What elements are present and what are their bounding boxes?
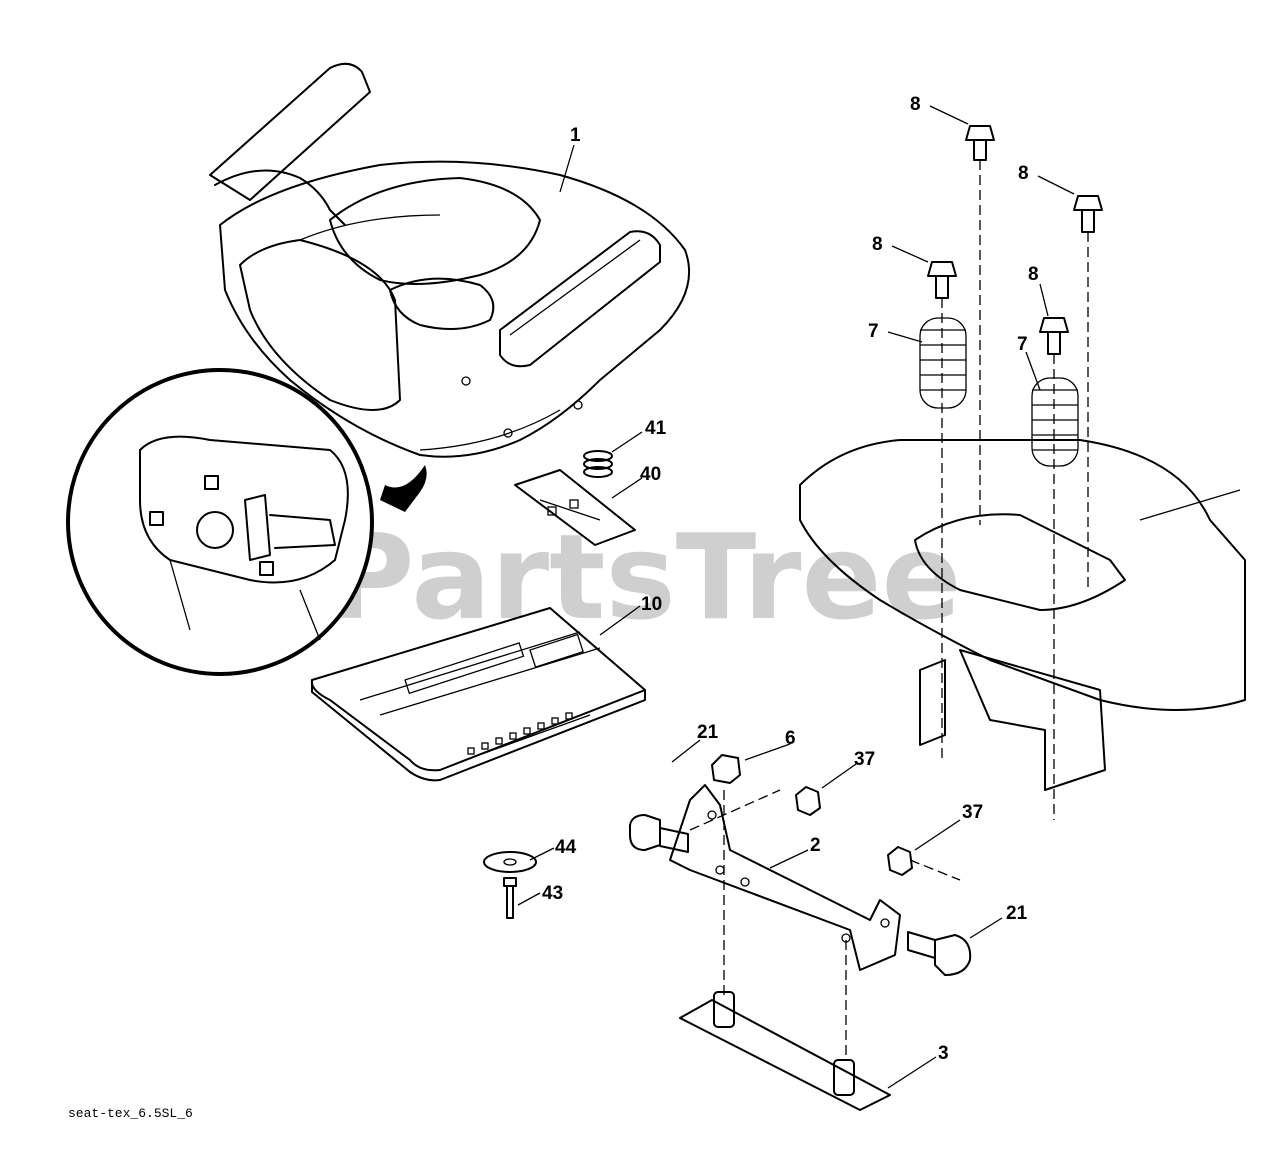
bolt-drawing bbox=[927, 125, 1103, 355]
seat-drawing bbox=[209, 62, 691, 458]
callout-bolt-d: 8 bbox=[1028, 264, 1039, 285]
washer-screw-drawing bbox=[483, 851, 537, 919]
callout-washer: 44 bbox=[555, 837, 577, 858]
nut-drawing bbox=[711, 754, 913, 876]
callout-bolt-b: 8 bbox=[1018, 163, 1029, 184]
callout-nut: 6 bbox=[785, 728, 796, 749]
callout-latch-plate: 40 bbox=[640, 464, 661, 485]
callout-shoulder-bolt-left: 21 bbox=[697, 722, 719, 743]
spring-drawing bbox=[919, 317, 1079, 467]
callout-labels: 1 8 8 8 8 7 7 41 40 10 21 6 37 37 2 21 4… bbox=[542, 94, 1039, 1064]
drawing-caption: seat-tex_6.5SL_6 bbox=[68, 1106, 193, 1121]
watermark: PartsTree bbox=[328, 508, 962, 646]
callout-base-plate: 3 bbox=[938, 1043, 949, 1064]
callout-seat-pan: 10 bbox=[641, 594, 662, 615]
callout-bolt-c: 8 bbox=[872, 234, 883, 255]
chassis-drawing bbox=[799, 439, 1246, 791]
spring-clip-drawing bbox=[583, 450, 613, 478]
callout-screw: 43 bbox=[542, 883, 563, 904]
detail-view bbox=[66, 368, 427, 676]
callout-seat: 1 bbox=[570, 125, 581, 146]
leader-lines bbox=[517, 105, 1075, 1089]
latch-plate-drawing bbox=[514, 469, 636, 546]
callout-spring-a: 7 bbox=[868, 321, 879, 342]
seat-pan-slots bbox=[467, 712, 573, 755]
callout-bracket: 2 bbox=[810, 835, 821, 856]
callout-spring-clip: 41 bbox=[645, 418, 667, 439]
base-plate-drawing bbox=[679, 991, 891, 1111]
callout-spring-b: 7 bbox=[1017, 334, 1028, 355]
callout-shoulder-bolt-right: 21 bbox=[1006, 903, 1028, 924]
callout-locknut-upper: 37 bbox=[854, 749, 875, 770]
bracket-drawing bbox=[669, 784, 901, 971]
shoulder-bolt-drawing bbox=[629, 814, 972, 976]
callout-locknut-lower: 37 bbox=[962, 802, 983, 823]
seat-pan-drawing bbox=[310, 607, 646, 782]
callout-bolt-a: 8 bbox=[910, 94, 921, 115]
